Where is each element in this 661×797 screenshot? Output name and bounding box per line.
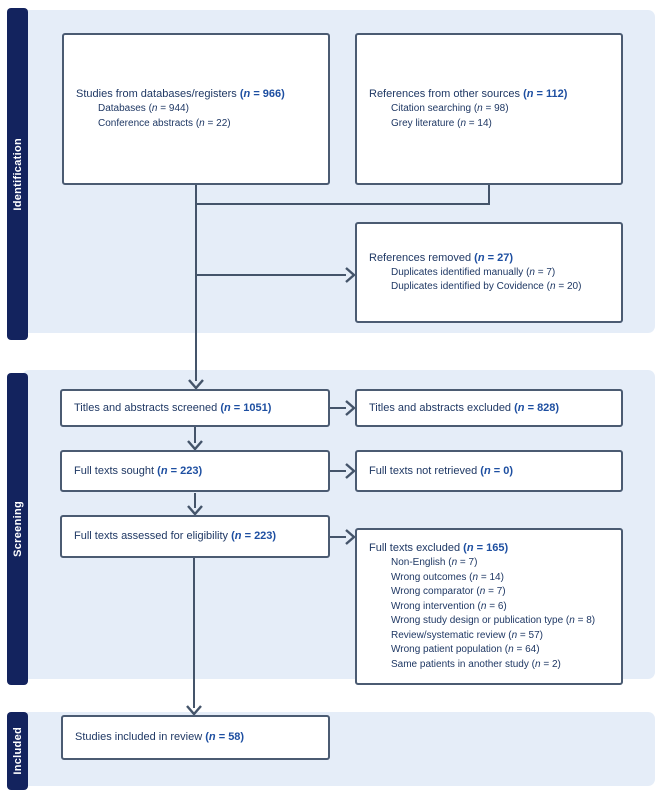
box-subitem: Duplicates identified manually (n = 7)	[391, 266, 556, 278]
box-titles-abstracts-screened: Titles and abstracts screened (n = 1051)	[60, 389, 330, 427]
box-full-texts-excluded: Full texts excluded (n = 165) Non-English…	[355, 528, 623, 685]
box-subitem: Grey literature (n = 14)	[391, 117, 492, 129]
box-title: Full texts assessed for eligibility (n =…	[74, 530, 277, 542]
box-subitem: Wrong patient population (n = 64)	[391, 644, 540, 655]
box-titles-abstracts-excluded: Titles and abstracts excluded (n = 828)	[355, 389, 623, 427]
identification-label: Identification	[11, 137, 24, 211]
box-subitem: Conference abstracts (n = 22)	[98, 117, 231, 129]
box-full-texts-not-retrieved: Full texts not retrieved (n = 0)	[355, 450, 623, 492]
sidebar-label-identification: Identification	[7, 8, 28, 340]
box-references-other-sources: References from other sources (n = 112) C…	[355, 33, 623, 185]
box-full-texts-sought: Full texts sought (n = 223)	[60, 450, 330, 492]
box-subitem: Databases (n = 944)	[98, 103, 189, 114]
box-subitem: Duplicates identified by Covidence (n = …	[391, 281, 582, 292]
box-subitem: Wrong outcomes (n = 14)	[391, 571, 504, 583]
included-label: Included	[11, 727, 24, 775]
box-subitem: Wrong study design or publication type (…	[391, 615, 596, 626]
box-title: Full texts not retrieved (n = 0)	[369, 464, 514, 477]
box-subitem: Citation searching (n = 98)	[391, 103, 509, 114]
box-title: References from other sources (n = 112)	[369, 88, 568, 100]
box-title: Full texts excluded (n = 165)	[369, 542, 509, 554]
box-title: References removed (n = 27)	[369, 251, 514, 264]
sidebar-label-included: Included	[7, 712, 28, 790]
box-title: Titles and abstracts excluded (n = 828)	[369, 401, 560, 414]
box-subitem: Wrong comparator (n = 7)	[391, 586, 506, 597]
box-subitem: Wrong intervention (n = 6)	[391, 600, 507, 612]
box-studies-included: Studies included in review (n = 58)	[61, 715, 330, 760]
box-studies-from-databases: Studies from databases/registers (n = 96…	[62, 33, 330, 185]
box-full-texts-assessed: Full texts assessed for eligibility (n =…	[60, 515, 330, 558]
box-title: Studies included in review (n = 58)	[75, 731, 245, 743]
box-subitem: Review/systematic review (n = 57)	[391, 629, 544, 641]
screening-label: Screening	[11, 501, 24, 557]
sidebar-label-screening: Screening	[7, 373, 28, 685]
box-references-removed: References removed (n = 27) Duplicates id…	[355, 222, 623, 323]
box-subitem: Non-English (n = 7)	[391, 557, 478, 568]
box-title: Studies from databases/registers (n = 96…	[76, 88, 285, 100]
box-title: Full texts sought (n = 223)	[74, 464, 203, 477]
box-subitem: Same patients in another study (n = 2)	[391, 658, 561, 670]
box-title: Titles and abstracts screened (n = 1051)	[74, 401, 272, 414]
